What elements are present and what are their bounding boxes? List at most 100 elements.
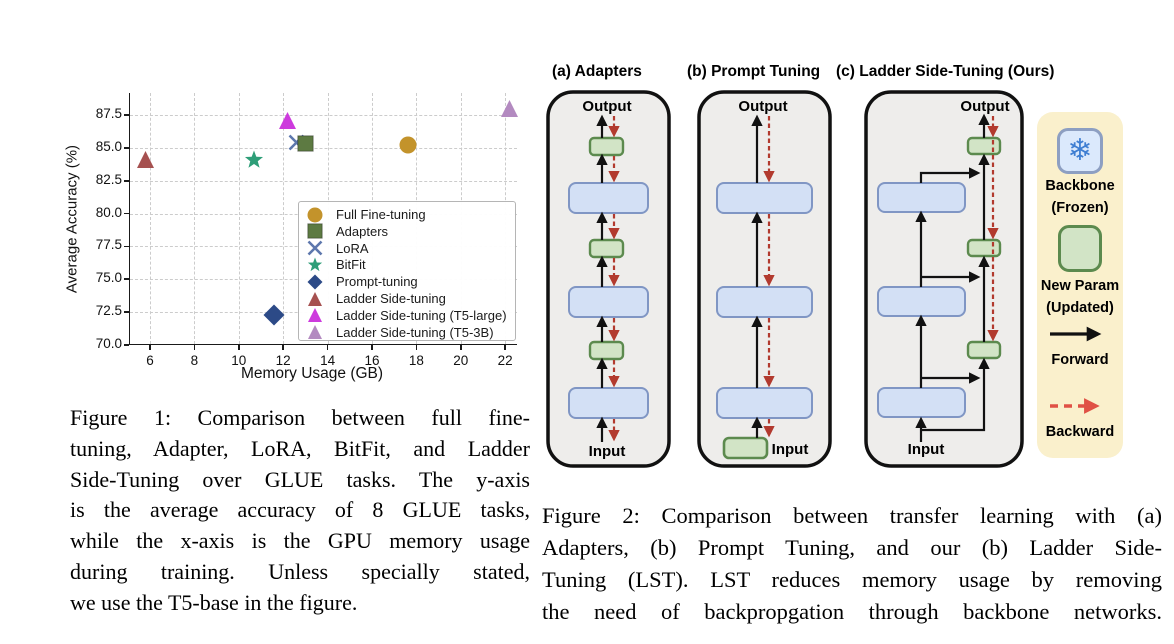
panel-a-adapters: Output Input bbox=[546, 90, 671, 468]
caption-line: Tuning (LST). LST reduces memory usage b… bbox=[542, 567, 1162, 592]
figure1-scatter-plot: Average Accuracy (%) Memory Usage (GB) F… bbox=[38, 85, 538, 405]
caption-line: Figure 1: Comparison between full fine- bbox=[70, 405, 530, 430]
y-tick-label: 85.0 bbox=[95, 138, 122, 154]
panel-a-output-label: Output bbox=[582, 98, 631, 115]
side-block bbox=[966, 340, 1002, 360]
legend-marker-square bbox=[307, 223, 323, 239]
x-tick bbox=[504, 345, 506, 350]
legend-row: BitFit bbox=[299, 256, 515, 273]
snowflake-icon: ❄ bbox=[1067, 134, 1093, 167]
forward-arrow-icon bbox=[1050, 326, 1102, 342]
adapter-block bbox=[588, 136, 625, 157]
legend-label: Ladder Side-tuning (T5-large) bbox=[336, 307, 507, 323]
x-tick-label: 22 bbox=[497, 353, 513, 368]
y-tick-label: 75.0 bbox=[95, 270, 122, 286]
legend-marker-star bbox=[307, 257, 323, 273]
panel-b-input-label: Input bbox=[772, 441, 809, 458]
legend-label: Ladder Side-tuning (T5-3B) bbox=[336, 324, 494, 340]
y-tick bbox=[124, 179, 129, 182]
backbone-block bbox=[568, 387, 649, 419]
caption-line: Adapters, (b) Prompt Tuning, and our (b)… bbox=[542, 535, 1162, 560]
legend-row: Ladder Side-tuning bbox=[299, 290, 515, 307]
y-tick bbox=[124, 278, 129, 281]
gridline-y bbox=[130, 147, 517, 149]
gridline-x bbox=[194, 93, 196, 344]
x-tick bbox=[282, 345, 284, 350]
y-tick-label: 87.5 bbox=[95, 106, 122, 121]
caption-line: during training. Unless specially stated… bbox=[70, 558, 530, 584]
legend-marker-circle bbox=[307, 207, 323, 223]
legend-label: Prompt-tuning bbox=[336, 274, 418, 290]
backbone-block bbox=[716, 286, 813, 318]
panel-c-output-label: Output bbox=[960, 98, 1009, 115]
x-tick bbox=[460, 345, 462, 350]
y-tick bbox=[124, 344, 129, 346]
adapter-block bbox=[588, 340, 625, 361]
legend-marker-diamond bbox=[307, 274, 323, 290]
y-tick bbox=[124, 311, 129, 313]
panel-b-output-label: Output bbox=[738, 98, 787, 115]
legend-row: Ladder Side-tuning (T5-3B) bbox=[299, 324, 515, 341]
x-tick bbox=[193, 345, 196, 350]
x-axis-label: Memory Usage (GB) bbox=[240, 365, 384, 382]
backward-arrow-icon bbox=[1050, 398, 1100, 414]
x-tick-label: 10 bbox=[231, 353, 247, 368]
updated-label: (Updated) bbox=[1046, 300, 1114, 316]
x-tick-label: 6 bbox=[146, 353, 154, 368]
x-tick bbox=[371, 345, 373, 350]
caption-line: Figure 2: Comparison between transfer le… bbox=[542, 503, 1162, 528]
x-tick-label: 18 bbox=[408, 353, 424, 368]
legend-row: LoRA bbox=[299, 240, 515, 257]
gridline-y bbox=[130, 180, 517, 182]
new-param-label: New Param bbox=[1040, 278, 1120, 294]
side-block bbox=[966, 136, 1002, 156]
adapter-block bbox=[588, 238, 625, 259]
y-tick-label: 80.0 bbox=[95, 204, 122, 220]
x-tick bbox=[149, 345, 151, 350]
x-tick-label: 12 bbox=[275, 353, 291, 368]
caption-line: while the x-axis is the GPU memory usage bbox=[70, 528, 530, 554]
prompt-block bbox=[722, 436, 769, 460]
legend-label: Ladder Side-tuning bbox=[336, 291, 446, 306]
y-tick-label: 82.5 bbox=[95, 171, 122, 187]
gridline-x bbox=[238, 93, 240, 344]
forward-arrows bbox=[915, 113, 990, 442]
legend-row: Prompt-tuning bbox=[299, 273, 515, 290]
figure2-legend: ❄ Backbone (Frozen) New Param (Updated) … bbox=[1037, 112, 1123, 458]
y-tick bbox=[124, 114, 129, 116]
y-tick bbox=[124, 245, 129, 248]
panel-c-input-label: Input bbox=[908, 441, 945, 458]
x-tick-label: 14 bbox=[320, 353, 336, 368]
legend-marker-triangle bbox=[307, 291, 323, 307]
legend-label: LoRA bbox=[336, 240, 369, 256]
backward-label: Backward bbox=[1045, 424, 1115, 440]
backbone-block bbox=[877, 182, 966, 213]
scatter-marker-circle bbox=[399, 136, 417, 154]
y-axis-label: Average Accuracy (%) bbox=[63, 144, 81, 294]
legend-label: Full Fine-tuning bbox=[336, 207, 426, 222]
x-tick bbox=[238, 345, 240, 350]
figure1-caption: Figure 1: Comparison between full fine- … bbox=[70, 403, 530, 619]
backbone-block bbox=[877, 387, 966, 418]
frozen-label: (Frozen) bbox=[1051, 200, 1109, 216]
gridline-y bbox=[130, 115, 517, 116]
backbone-block bbox=[716, 387, 813, 419]
x-tick bbox=[415, 345, 418, 350]
scatter-marker-square bbox=[297, 135, 314, 153]
caption-line: is the average accuracy of 8 GLUE tasks, bbox=[70, 497, 530, 523]
scatter-marker-triangle bbox=[136, 150, 155, 169]
backbone-block bbox=[877, 286, 966, 317]
panel-a-title: (a) Adapters bbox=[552, 63, 642, 80]
new-param-swatch bbox=[1058, 225, 1102, 272]
gridline-x bbox=[283, 93, 285, 344]
backbone-label: Backbone bbox=[1045, 178, 1115, 194]
y-tick-label: 77.5 bbox=[95, 237, 122, 253]
backbone-block bbox=[716, 182, 813, 214]
x-tick-label: 20 bbox=[453, 353, 469, 368]
frozen-backbone-swatch: ❄ bbox=[1057, 128, 1103, 174]
legend-row: Full Fine-tuning bbox=[299, 206, 515, 223]
legend-row: Ladder Side-tuning (T5-large) bbox=[299, 307, 515, 324]
panel-a-input-label: Input bbox=[589, 443, 626, 460]
